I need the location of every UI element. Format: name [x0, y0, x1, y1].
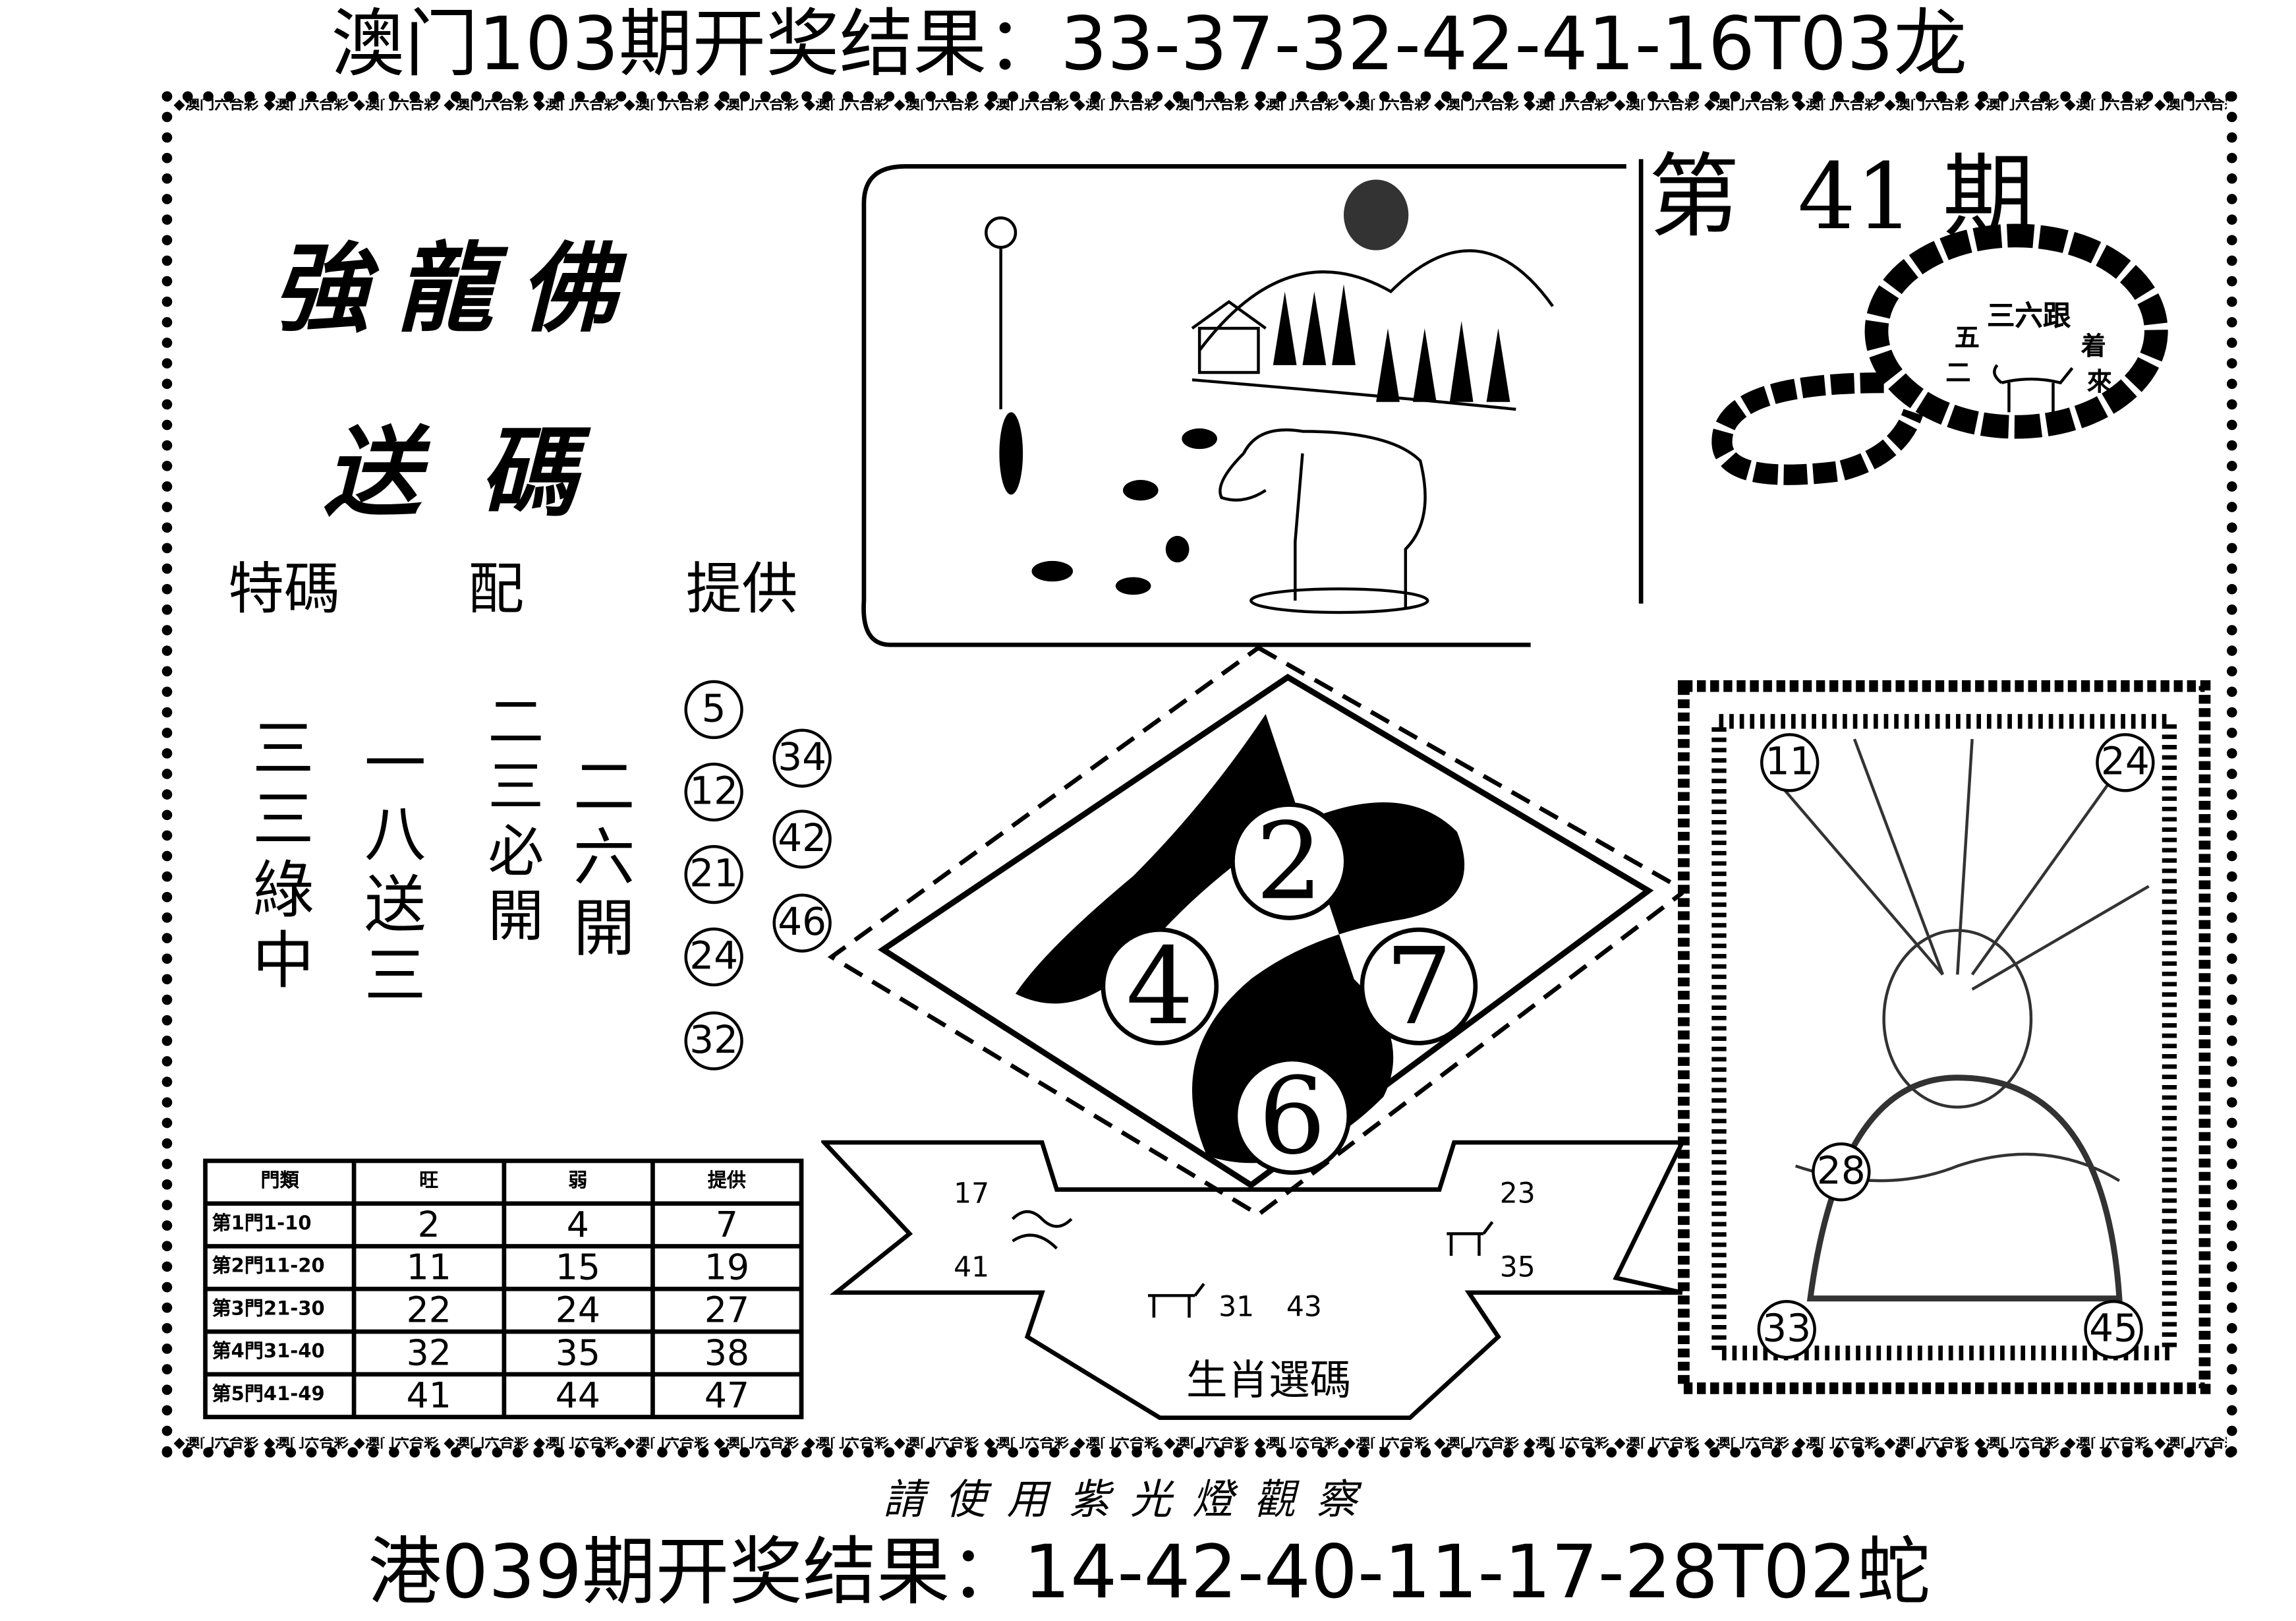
table-header: 旺	[357, 1163, 502, 1202]
ribbon-number: 35	[1499, 1251, 1535, 1284]
moon-icon	[1344, 179, 1409, 251]
landscape-ox-illustration	[861, 159, 1644, 647]
prayer-beads-illustration	[1711, 223, 2168, 485]
table-cell: 24	[505, 1291, 650, 1330]
table-cell: 19	[654, 1248, 799, 1287]
trees-icon	[1273, 284, 1510, 402]
tiger-icon	[1147, 1283, 1205, 1318]
table-cell: 7	[654, 1206, 799, 1244]
leaves-icon	[1031, 428, 1217, 595]
table-cell: 32	[357, 1334, 502, 1372]
table-header: 門類	[207, 1163, 353, 1202]
phrase-4: 二六開	[563, 753, 636, 966]
dotted-border-frame	[161, 91, 2237, 1458]
circled-number: 46	[772, 893, 832, 953]
flower-icon	[985, 216, 1018, 409]
label-tema: 特碼	[228, 556, 340, 622]
table-cell: 第3門21-30	[207, 1291, 353, 1330]
table-cell: 第5門41-49	[207, 1376, 353, 1415]
ribbon-caption: 生肖選碼	[1186, 1355, 1352, 1405]
table-header: 提供	[654, 1163, 799, 1202]
table-cell: 第1門1-10	[207, 1206, 353, 1245]
border-strip-bottom: ◆澳门六合彩 ◆澳门六合彩 ◆澳门六合彩 ◆澳门六合彩 ◆澳门六合彩 ◆澳门六合…	[173, 1436, 2227, 1452]
circled-number: 32	[684, 1011, 743, 1071]
ribbon-number: 31	[1219, 1291, 1255, 1324]
table-cell: 11	[357, 1248, 502, 1287]
circled-number: 45	[2084, 1300, 2143, 1359]
table-cell: 35	[505, 1334, 650, 1372]
label-pei: 配	[468, 556, 525, 622]
circled-number: 34	[772, 728, 832, 788]
table-cell: 第4門31-40	[207, 1334, 353, 1372]
ribbon-number: 43	[1286, 1291, 1322, 1324]
beads-text-a: 三六跟	[1986, 300, 2071, 333]
ribbon-number: 17	[954, 1177, 990, 1210]
ox-icon	[1219, 428, 1429, 614]
table-header-row: 門類 旺 弱 提供	[207, 1163, 799, 1202]
phrase-2: 一八送三	[355, 730, 427, 1013]
uv-light-note: 請使用紫光燈觀察	[882, 1475, 1378, 1524]
circled-number: 33	[1757, 1300, 1816, 1359]
beads-text-d: 着	[2081, 332, 2106, 363]
beads-text-e: 來	[2086, 368, 2112, 398]
table-cell: 2	[357, 1206, 502, 1244]
beads-text-c: 二	[1945, 359, 1971, 389]
dog-icon	[1993, 364, 2074, 413]
table-cell: 47	[654, 1376, 799, 1415]
diamond-number: 2	[1230, 802, 1348, 920]
diamond-frame	[827, 645, 1690, 1218]
house-icon	[1191, 300, 1267, 374]
circled-number: 24	[684, 927, 743, 987]
macau-result-title: 澳门103期开奖结果：33-37-32-42-41-16T03龙	[331, 1, 1967, 87]
circled-number: 12	[684, 762, 743, 822]
ribbon-number: 23	[1499, 1177, 1535, 1210]
table-cell: 4	[505, 1206, 650, 1244]
phrase-3: 二三必開	[478, 692, 544, 951]
ribbon-number: 41	[954, 1251, 990, 1284]
table-header: 弱	[505, 1163, 650, 1202]
table-cell: 第2門11-20	[207, 1248, 353, 1287]
calligraphy-title: 強龍佛	[272, 231, 643, 346]
circled-number: 5	[684, 680, 743, 740]
circled-number: 24	[2096, 733, 2155, 792]
circled-number: 11	[1760, 733, 1820, 792]
phrase-1: 三三綠中	[243, 715, 315, 999]
table-cell: 44	[505, 1376, 650, 1415]
circled-number: 21	[684, 844, 743, 904]
border-strip-top: ◆澳门六合彩 ◆澳门六合彩 ◆澳门六合彩 ◆澳门六合彩 ◆澳门六合彩 ◆澳门六合…	[173, 98, 2227, 113]
calligraphy-subtitle: 送碼	[324, 415, 636, 530]
table-cell: 38	[654, 1334, 799, 1372]
dragon-icon	[1011, 1210, 1073, 1250]
buddha-illustration	[1677, 680, 2211, 1394]
circled-number: 42	[772, 810, 832, 869]
hk-result-title: 港039期开奖结果：14-42-40-11-17-28T02蛇	[368, 1529, 1931, 1615]
circled-number: 28	[1812, 1142, 1871, 1202]
beads-text-b: 五	[1954, 324, 1980, 353]
table-cell: 41	[357, 1376, 502, 1415]
issue-number: 第 41 期	[1648, 142, 2034, 251]
zodiac-ribbon-banner	[821, 1140, 1686, 1421]
table-cell: 27	[654, 1291, 799, 1330]
table-cell: 22	[357, 1291, 502, 1330]
table-cell: 15	[505, 1248, 650, 1287]
label-tigong: 提供	[685, 556, 798, 622]
diamond-number: 6	[1233, 1057, 1352, 1175]
diamond-number: 4	[1101, 927, 1219, 1046]
dog-icon	[1447, 1221, 1494, 1256]
diamond-number: 7	[1360, 927, 1478, 1046]
